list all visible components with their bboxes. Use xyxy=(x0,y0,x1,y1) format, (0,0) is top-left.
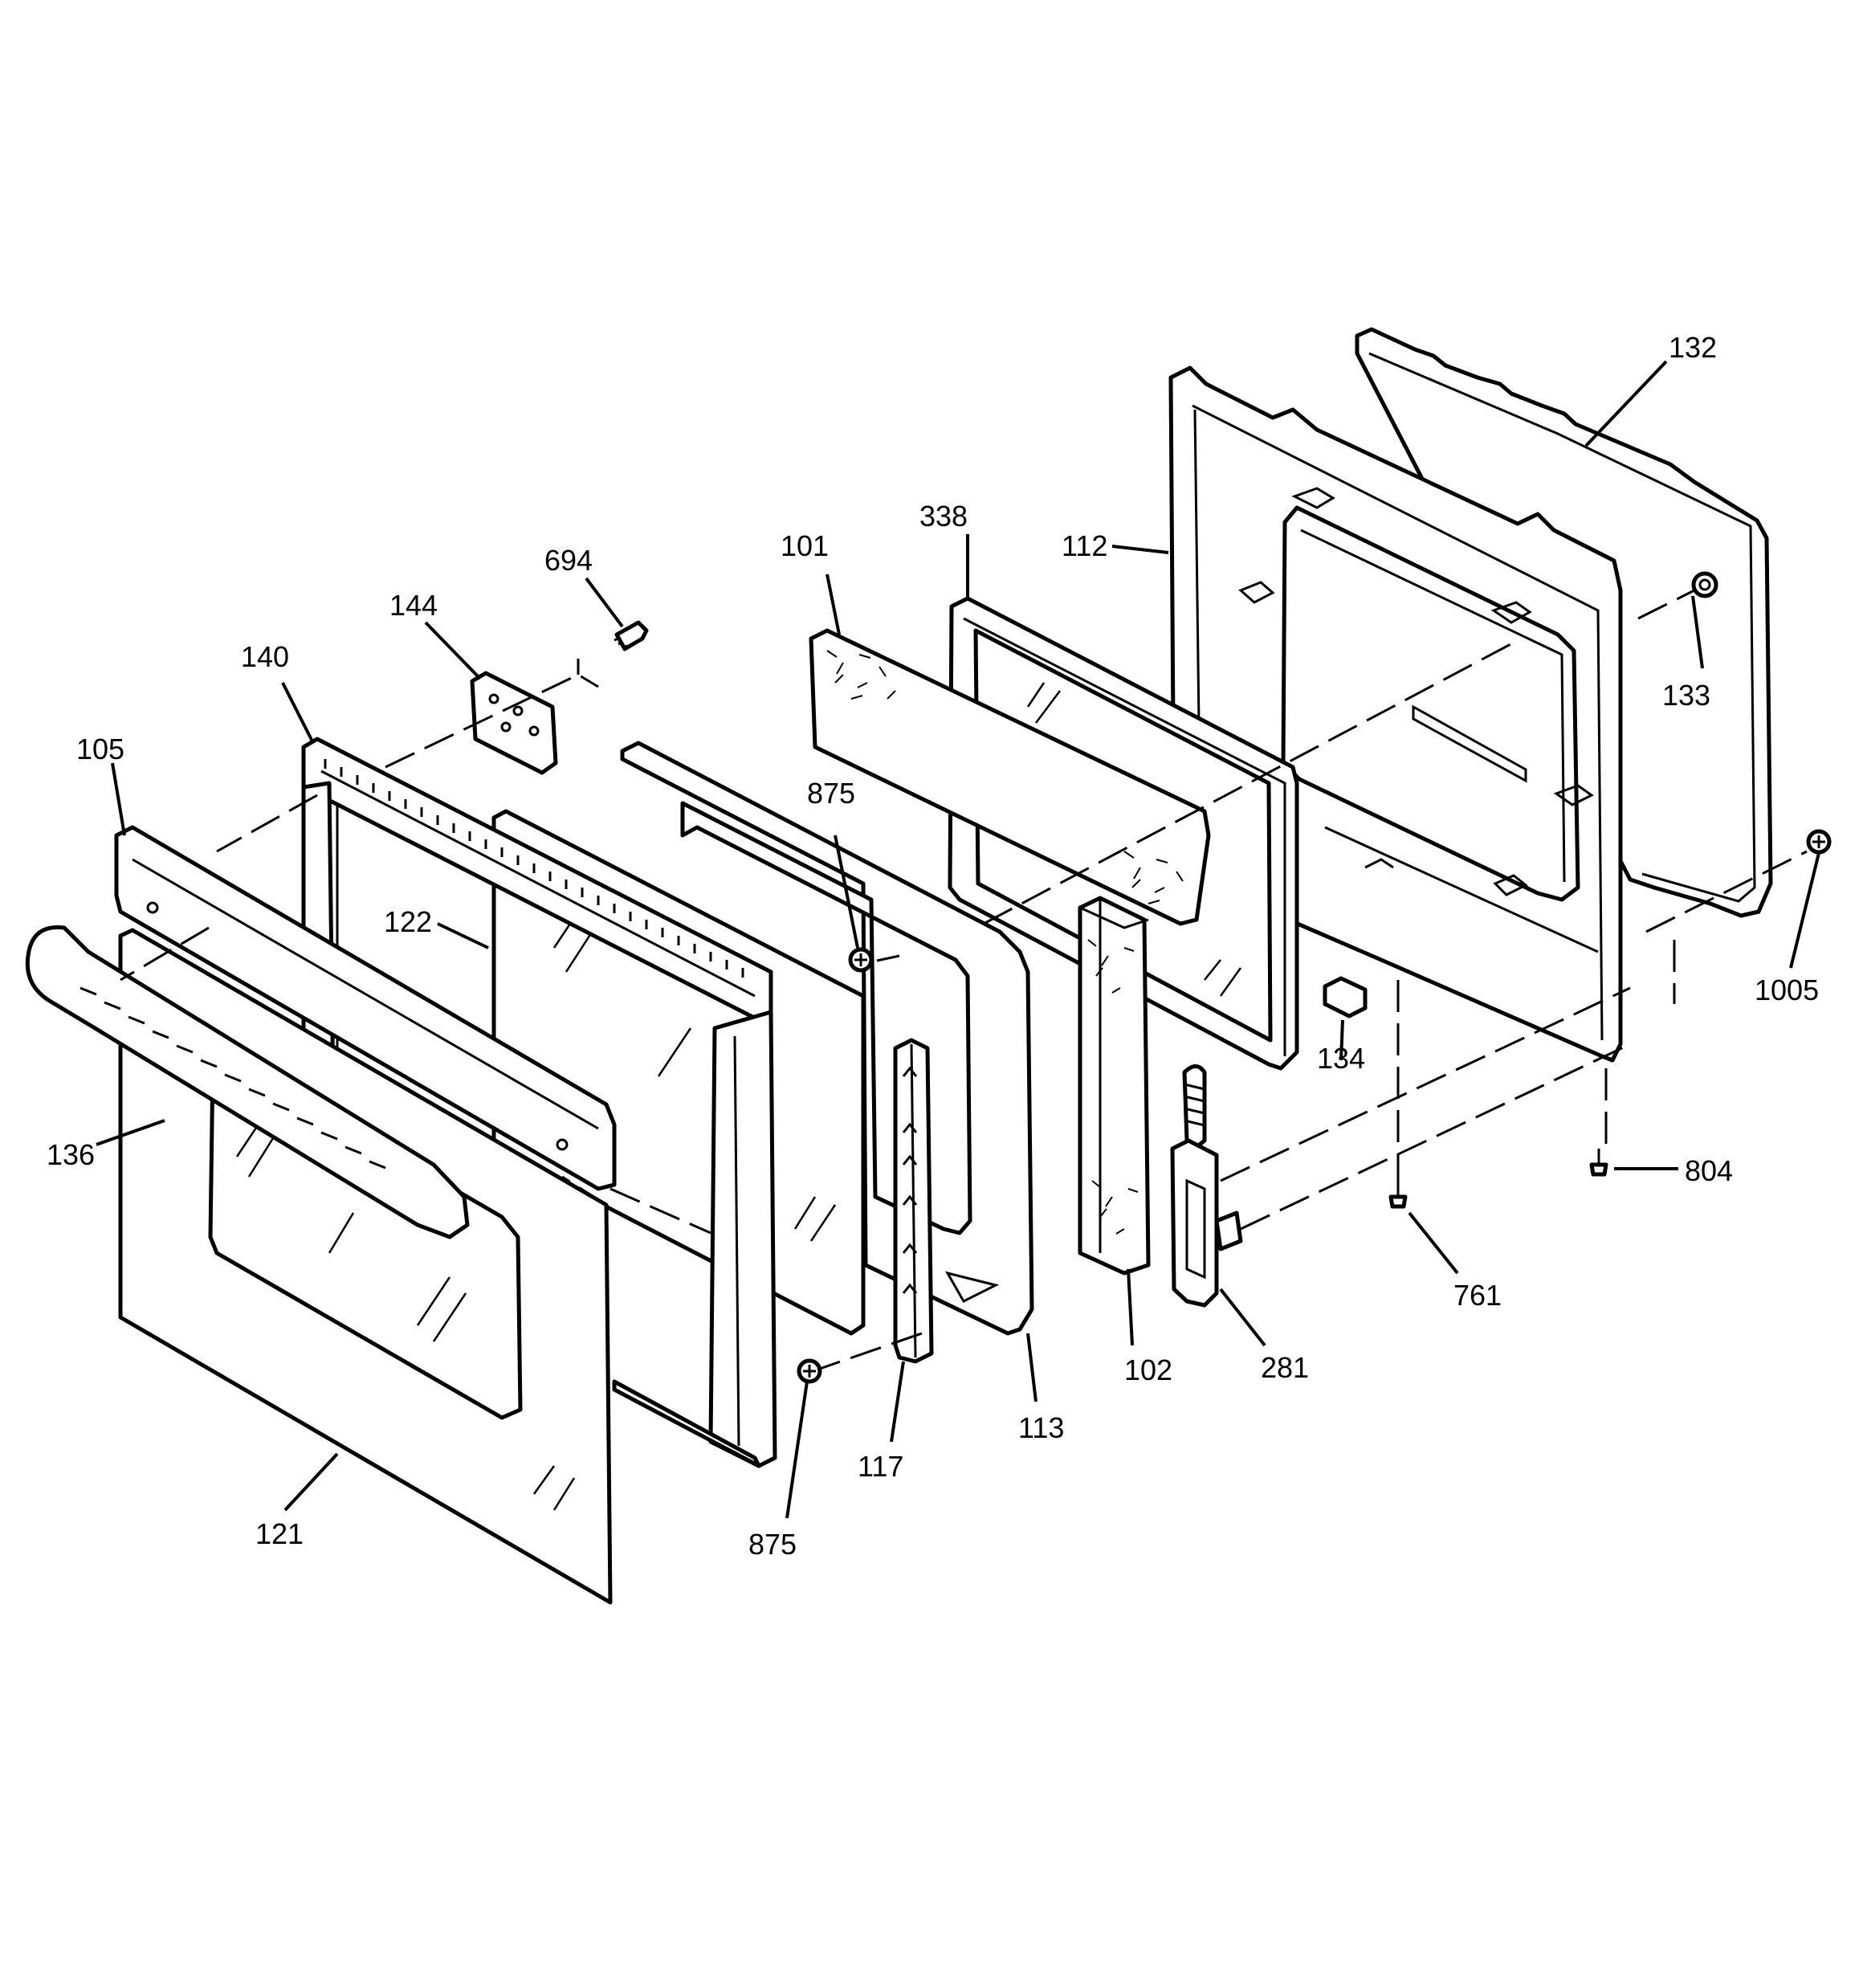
label-761: 761 xyxy=(1453,1279,1502,1312)
label-338: 338 xyxy=(919,500,968,533)
part-102-insulation-side xyxy=(1078,896,1151,1276)
part-281-hinge xyxy=(1170,1064,1243,1308)
part-number-labels: 132 338 112 101 694 144 133 140 105 875 … xyxy=(47,331,1819,1561)
label-117: 117 xyxy=(858,1450,903,1483)
label-694: 694 xyxy=(544,544,593,577)
part-144-bracket xyxy=(470,671,558,775)
part-134-clip xyxy=(1323,976,1368,1018)
label-112: 112 xyxy=(1062,529,1107,562)
part-694-screw xyxy=(614,620,649,651)
part-136-handle xyxy=(25,925,470,1239)
part-1005-screw xyxy=(1806,829,1832,855)
part-875-screw-lower xyxy=(797,1358,822,1384)
label-144: 144 xyxy=(389,589,438,622)
label-113: 113 xyxy=(1018,1411,1064,1444)
part-875-screw-upper xyxy=(848,947,874,973)
part-804-screw xyxy=(1589,1149,1608,1177)
part-101-insulation-top xyxy=(809,628,1211,926)
label-140: 140 xyxy=(241,640,289,673)
label-122: 122 xyxy=(384,905,432,938)
label-875-lower: 875 xyxy=(748,1528,797,1561)
label-1005: 1005 xyxy=(1755,974,1819,1006)
alignment-dashed-lines xyxy=(120,589,1808,1371)
leader-lines xyxy=(96,360,1820,1519)
label-134: 134 xyxy=(1317,1042,1365,1075)
label-101: 101 xyxy=(781,529,829,562)
label-136: 136 xyxy=(47,1138,95,1171)
part-105-top-trim xyxy=(114,825,617,1191)
label-121: 121 xyxy=(255,1517,304,1550)
label-102: 102 xyxy=(1124,1353,1172,1386)
part-761-screw xyxy=(1388,1181,1408,1209)
label-105: 105 xyxy=(76,733,124,765)
part-133-plug xyxy=(1691,571,1718,598)
part-117-side-channel xyxy=(893,1038,934,1364)
label-281: 281 xyxy=(1261,1351,1309,1384)
label-804: 804 xyxy=(1685,1154,1733,1187)
label-875-upper: 875 xyxy=(807,777,855,810)
label-132: 132 xyxy=(1669,331,1717,364)
label-133: 133 xyxy=(1662,679,1710,712)
